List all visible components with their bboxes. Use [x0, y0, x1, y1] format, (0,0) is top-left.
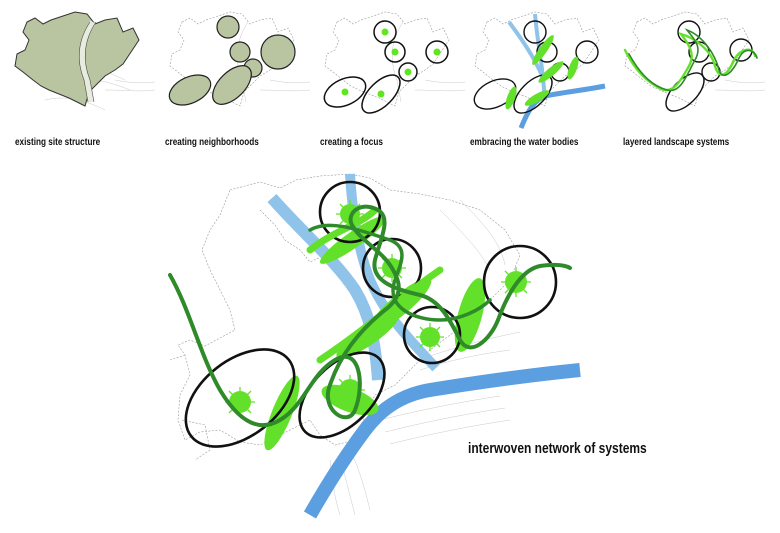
focus-rings — [323, 20, 449, 114]
river-north-west — [267, 194, 384, 381]
green-lenses — [505, 35, 579, 110]
caption-creating-a-focus: creating a focus — [320, 137, 383, 148]
caption-creating-neighborhoods: creating neighborhoods — [165, 137, 259, 148]
path-dark-upper — [308, 223, 492, 322]
panel-embracing-the-water-bodies — [473, 11, 606, 129]
path-dark-main — [168, 204, 572, 428]
panel-creating-neighborhoods — [168, 11, 311, 107]
site-area — [14, 11, 140, 107]
landscape-paths — [623, 28, 758, 92]
rings — [665, 20, 753, 112]
caption-interwoven-network-of-systems: interwoven network of systems — [468, 440, 647, 457]
river-south-east — [303, 363, 581, 519]
focus-points — [341, 28, 441, 98]
site-outline — [324, 11, 466, 107]
panel-layered-landscape-systems — [623, 11, 766, 112]
caption-existing-site-structure: existing site structure — [15, 137, 101, 148]
landscape-paths — [168, 204, 572, 428]
panel-existing-site-structure — [14, 11, 156, 111]
panel-creating-a-focus — [323, 11, 466, 114]
neighborhood-rings — [168, 15, 296, 106]
site-outline — [474, 11, 600, 107]
site-outline — [624, 11, 766, 107]
main-network-diagram — [168, 173, 581, 519]
river — [79, 20, 96, 103]
caption-layered-landscape-systems: layered landscape systems — [623, 137, 730, 148]
caption-embracing-the-water-bodies: embracing the water bodies — [470, 137, 579, 148]
